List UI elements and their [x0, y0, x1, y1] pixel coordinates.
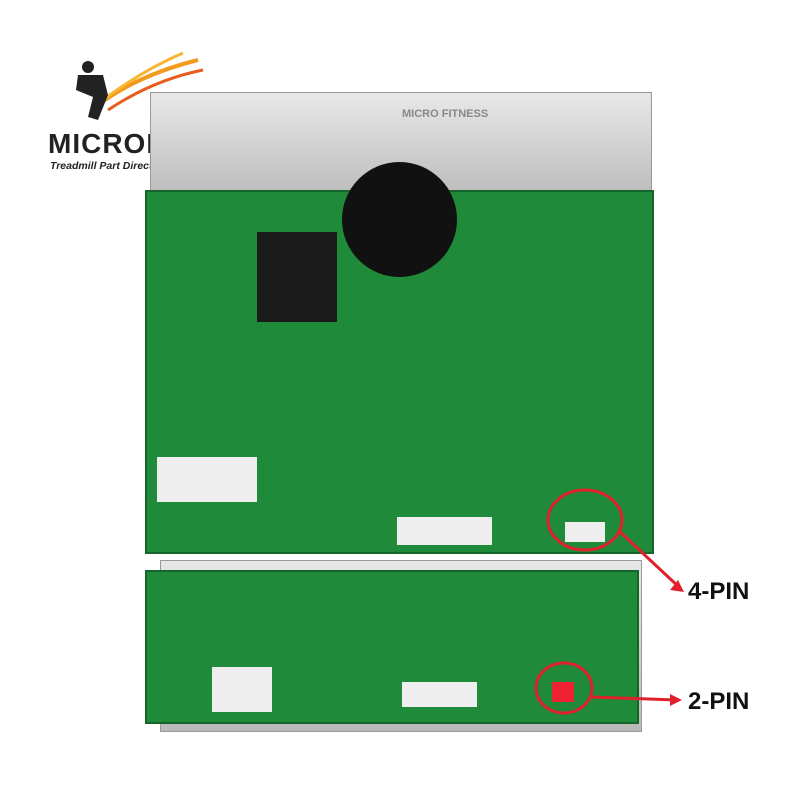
- bottom-board: [145, 570, 639, 724]
- connector: [397, 517, 492, 545]
- logo-tagline: Treadmill Part Direct Sales: [50, 160, 183, 172]
- runner-logo-icon: [76, 51, 204, 120]
- 4-pin-label: 4-PIN: [688, 578, 750, 605]
- connector: [212, 667, 272, 712]
- 2-pin-label: 2-PIN: [688, 688, 750, 715]
- 4-pin-connector: [565, 522, 605, 542]
- heatsink-brand: MICRO FITNESS: [402, 108, 489, 120]
- 2-pin-connector: [552, 682, 574, 702]
- capacitor: [342, 162, 457, 277]
- logo: [40, 40, 240, 180]
- connector: [402, 682, 477, 707]
- connector: [157, 457, 257, 502]
- relay: [257, 232, 337, 322]
- top-board: [145, 162, 654, 554]
